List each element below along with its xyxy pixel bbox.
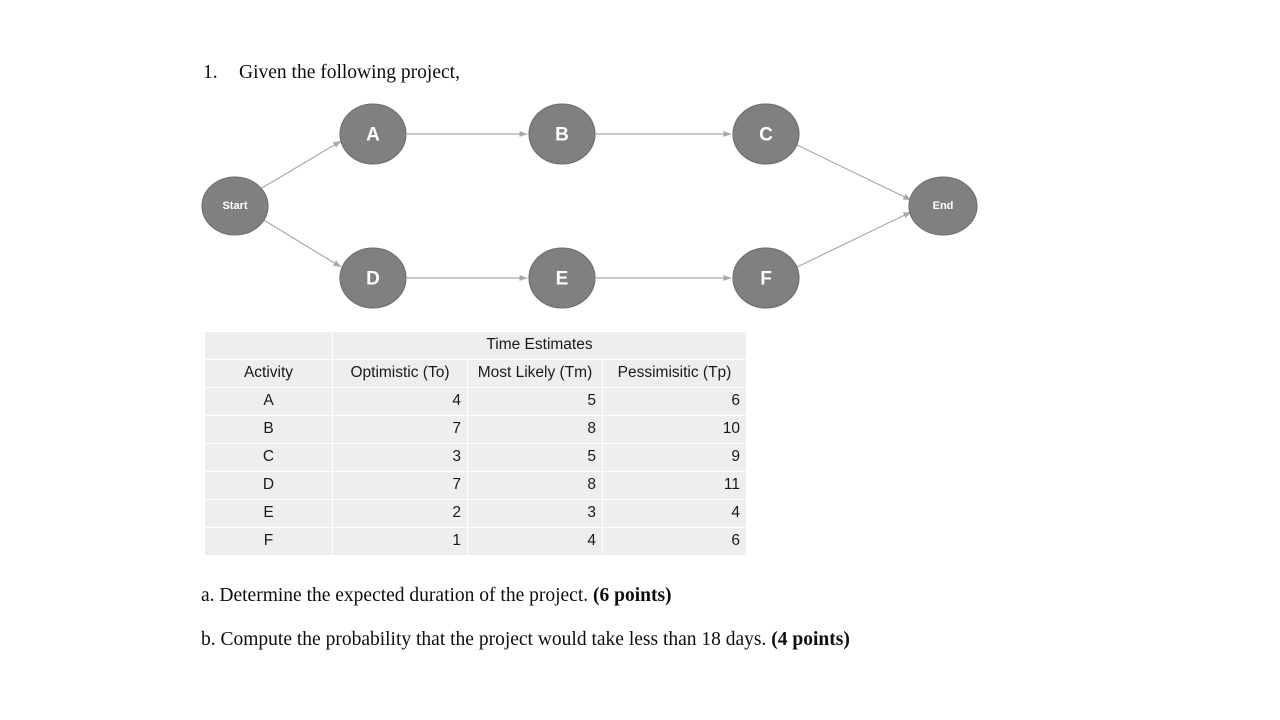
cell-optimistic: 7 bbox=[333, 416, 467, 443]
cell-activity: B bbox=[205, 416, 332, 443]
node-label-d: D bbox=[366, 269, 380, 290]
cell-pessimistic: 4 bbox=[603, 500, 746, 527]
node-shape-f[interactable] bbox=[732, 247, 800, 309]
page-title: 1. Given the following project, bbox=[203, 62, 903, 84]
cell-most-likely: 5 bbox=[468, 388, 602, 415]
cell-pessimistic: 10 bbox=[603, 416, 746, 443]
table-row: A 4 5 6 bbox=[205, 388, 746, 415]
cell-pessimistic: 11 bbox=[603, 472, 746, 499]
edge-c-to-end bbox=[794, 143, 912, 201]
edge-start-to-a bbox=[261, 140, 342, 189]
cell-activity: F bbox=[205, 528, 332, 555]
node-shape-a[interactable] bbox=[339, 103, 407, 165]
diagram-node-b[interactable]: B bbox=[528, 103, 596, 165]
subquestion-b-text: b. Compute the probability that the proj… bbox=[201, 629, 767, 650]
diagram-edges bbox=[261, 130, 912, 282]
question-text: Given the following project, bbox=[239, 62, 460, 83]
diagram-node-d[interactable]: D bbox=[339, 247, 407, 309]
cell-most-likely: 3 bbox=[468, 500, 602, 527]
node-label-b: B bbox=[555, 125, 569, 146]
edge-start-to-d bbox=[261, 218, 342, 268]
cell-optimistic: 7 bbox=[333, 472, 467, 499]
question-number: 1. bbox=[203, 62, 218, 83]
node-shape-end[interactable] bbox=[908, 176, 978, 236]
table-row: B 7 8 10 bbox=[205, 416, 746, 443]
node-label-e: E bbox=[556, 269, 569, 290]
project-network-diagram: Start A B C D E F End bbox=[0, 90, 1280, 330]
cell-optimistic: 2 bbox=[333, 500, 467, 527]
node-shape-start[interactable] bbox=[201, 176, 269, 236]
table-corner-blank bbox=[205, 332, 332, 359]
node-label-f: F bbox=[760, 269, 772, 290]
cell-pessimistic: 9 bbox=[603, 444, 746, 471]
diagram-node-c[interactable]: C bbox=[732, 103, 800, 165]
subquestion-b-points: (4 points) bbox=[771, 629, 850, 650]
subquestion-a-text: a. Determine the expected duration of th… bbox=[201, 585, 589, 606]
diagram-node-end[interactable]: End bbox=[908, 176, 978, 236]
diagram-node-e[interactable]: E bbox=[528, 247, 596, 309]
diagram-node-a[interactable]: A bbox=[339, 103, 407, 165]
subquestion-a: a. Determine the expected duration of th… bbox=[201, 585, 672, 607]
node-label-end: End bbox=[933, 200, 954, 212]
cell-most-likely: 4 bbox=[468, 528, 602, 555]
cell-activity: A bbox=[205, 388, 332, 415]
node-shape-d[interactable] bbox=[339, 247, 407, 309]
table-header-activity: Activity bbox=[205, 360, 332, 387]
table-header-optimistic: Optimistic (To) bbox=[333, 360, 467, 387]
cell-most-likely: 8 bbox=[468, 416, 602, 443]
diagram-node-start[interactable]: Start bbox=[201, 176, 269, 236]
cell-activity: E bbox=[205, 500, 332, 527]
cell-most-likely: 8 bbox=[468, 472, 602, 499]
table-group-header-time-estimates: Time Estimates bbox=[333, 332, 746, 359]
cell-optimistic: 4 bbox=[333, 388, 467, 415]
cell-pessimistic: 6 bbox=[603, 388, 746, 415]
cell-optimistic: 1 bbox=[333, 528, 467, 555]
table-header-pessimistic: Pessimisitic (Tp) bbox=[603, 360, 746, 387]
time-estimates-table: Time Estimates Activity Optimistic (To) … bbox=[204, 331, 747, 556]
node-shape-e[interactable] bbox=[528, 247, 596, 309]
table-group-header-row: Time Estimates bbox=[205, 332, 746, 359]
edge-f-to-end bbox=[794, 211, 912, 269]
cell-most-likely: 5 bbox=[468, 444, 602, 471]
diagram-node-f[interactable]: F bbox=[732, 247, 800, 309]
cell-activity: C bbox=[205, 444, 332, 471]
node-shape-b[interactable] bbox=[528, 103, 596, 165]
table-row: F 1 4 6 bbox=[205, 528, 746, 555]
table-row: E 2 3 4 bbox=[205, 500, 746, 527]
table-header-most-likely: Most Likely (Tm) bbox=[468, 360, 602, 387]
cell-pessimistic: 6 bbox=[603, 528, 746, 555]
subquestion-a-points: (6 points) bbox=[593, 585, 672, 606]
node-label-a: A bbox=[366, 125, 380, 146]
cell-optimistic: 3 bbox=[333, 444, 467, 471]
node-label-c: C bbox=[759, 125, 773, 146]
node-label-start: Start bbox=[222, 200, 247, 212]
cell-activity: D bbox=[205, 472, 332, 499]
table-row: D 7 8 11 bbox=[205, 472, 746, 499]
subquestion-b: b. Compute the probability that the proj… bbox=[201, 629, 850, 651]
node-shape-c[interactable] bbox=[732, 103, 800, 165]
table-row: C 3 5 9 bbox=[205, 444, 746, 471]
table-header-row: Activity Optimistic (To) Most Likely (Tm… bbox=[205, 360, 746, 387]
